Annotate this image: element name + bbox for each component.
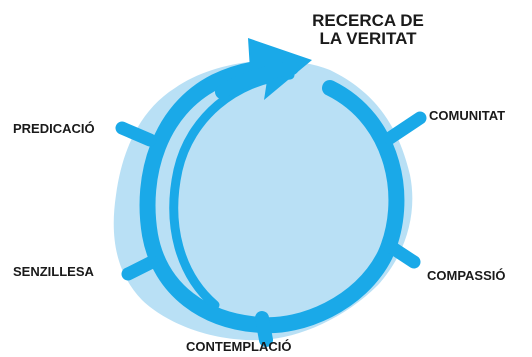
spoke-comunitat <box>383 111 427 145</box>
title-line-2: LA VERITAT <box>319 29 417 48</box>
spoke-senzillesa <box>121 255 159 281</box>
cycle-arrow-shaft <box>215 61 299 99</box>
label-senzillesa: SENZILLESA <box>13 264 94 279</box>
spoke-contemplacio <box>255 311 273 347</box>
background-blob <box>113 60 413 341</box>
label-predicacio: PREDICACIÓ <box>13 121 95 136</box>
label-compassio: COMPASSIÓ <box>427 268 506 283</box>
cycle-ring-right <box>254 80 405 334</box>
label-contemplacio: CONTEMPLACIÓ <box>186 339 292 354</box>
diagram-title: RECERCA DE LA VERITAT <box>300 12 436 48</box>
title-line-1: RECERCA DE <box>312 11 424 30</box>
spoke-compassio <box>381 238 421 269</box>
label-comunitat: COMUNITAT <box>429 108 506 123</box>
cycle-ring-left <box>139 59 293 333</box>
spoke-predicacio <box>115 121 157 147</box>
